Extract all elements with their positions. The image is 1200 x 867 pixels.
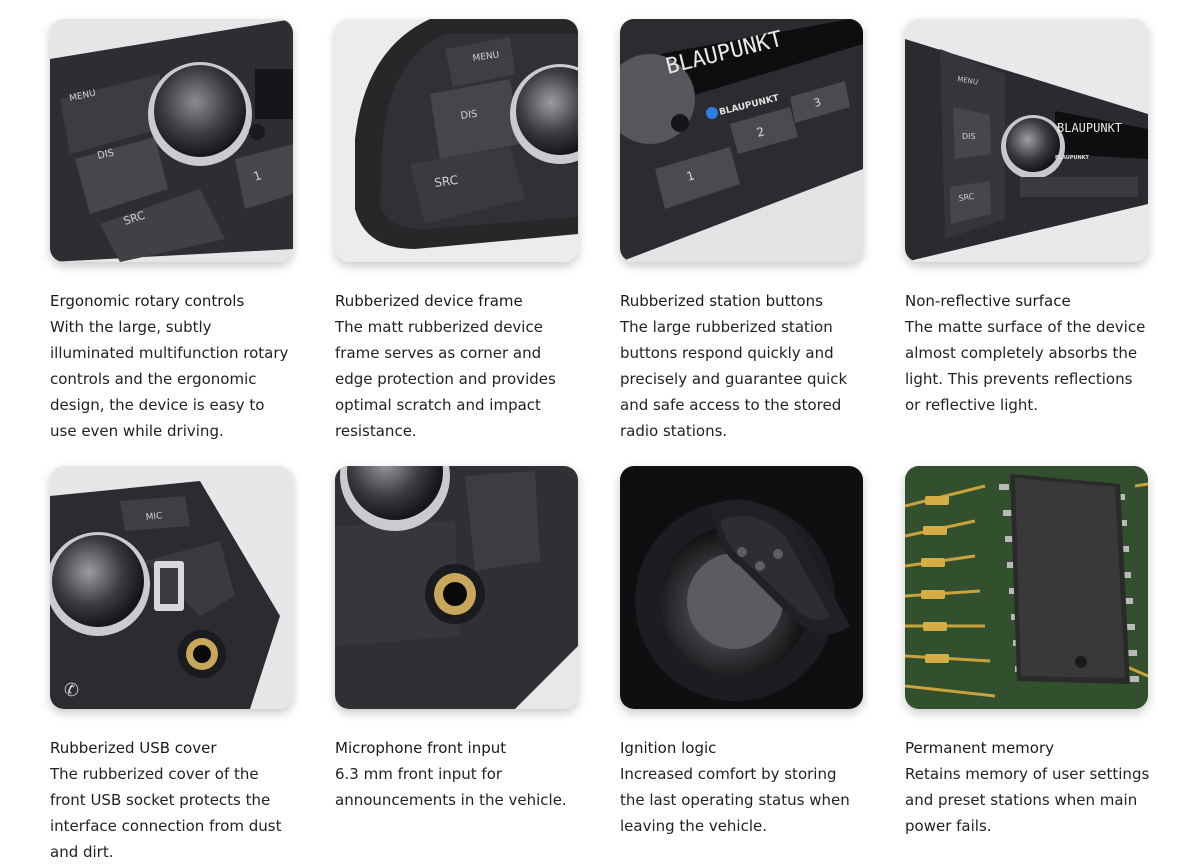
src-label: SRC — [122, 209, 147, 228]
feature-description: The large rubberized station buttons res… — [620, 318, 848, 440]
dis-label: DIS — [460, 109, 478, 122]
radio-usb-image: MIC ✆ — [50, 466, 293, 709]
feature-description: The rubberized cover of the front USB so… — [50, 765, 282, 861]
radio-station-buttons-image: BLAUPUNKT BLAUPUNKT 1 2 3 — [620, 19, 863, 262]
preset-3-label: 3 — [812, 95, 822, 109]
src-label: SRC — [958, 192, 975, 203]
feature-title: Permanent memory — [905, 739, 1055, 757]
feature-title: Non-reflective surface — [905, 292, 1071, 310]
radio-rotary-image: MENU DIS SRC 1 — [50, 19, 293, 262]
feature-title: Ignition logic — [620, 739, 717, 757]
display-text: BLAUPUNKT — [1057, 121, 1122, 135]
memory-chip-photo — [905, 466, 1148, 709]
usb-cover-photo: MIC ✆ — [50, 466, 293, 709]
feature-card: MIC ✆ Rubberized USB cover The rubberize… — [50, 466, 295, 865]
preset-2-label: 2 — [755, 124, 766, 140]
microphone-input-photo — [335, 466, 578, 709]
menu-label: MENU — [472, 50, 500, 64]
feature-card: Microphone front input 6.3 mm front inpu… — [335, 466, 580, 813]
feature-title: Rubberized station buttons — [620, 292, 823, 310]
feature-description: Increased comfort by storing the last op… — [620, 765, 850, 835]
ignition-key-photo — [620, 466, 863, 709]
src-label: SRC — [433, 173, 458, 190]
feature-card: Ignition logic Increased comfort by stor… — [620, 466, 865, 839]
device-frame-photo: MENU DIS SRC — [335, 19, 578, 262]
mic-label: MIC — [145, 511, 163, 523]
radio-frame-image: MENU DIS SRC — [335, 19, 578, 262]
feature-card: MENU DIS SRC BLAUPUNKT BLAUPUNKT Non-ref… — [905, 19, 1150, 418]
dis-label: DIS — [962, 132, 976, 141]
feature-card: MENU DIS SRC 1 Ergonomic rotary controls… — [50, 19, 295, 444]
station-buttons-photo: BLAUPUNKT BLAUPUNKT 1 2 3 — [620, 19, 863, 262]
phone-icon: ✆ — [64, 680, 79, 701]
feature-title: Rubberized device frame — [335, 292, 523, 310]
feature-title: Rubberized USB cover — [50, 739, 217, 757]
feature-card: Permanent memory Retains memory of user … — [905, 466, 1150, 839]
feature-description: The matte surface of the device almost c… — [905, 318, 1146, 414]
feature-description: Retains memory of user settings and pres… — [905, 765, 1150, 835]
rotary-controls-photo: MENU DIS SRC 1 — [50, 19, 293, 262]
matte-surface-photo: MENU DIS SRC BLAUPUNKT BLAUPUNKT — [905, 19, 1148, 262]
brand-logo: BLAUPUNKT — [1055, 155, 1090, 161]
car-key-ignition-image — [620, 466, 863, 709]
preset-1-label: 1 — [685, 168, 696, 184]
feature-card: BLAUPUNKT BLAUPUNKT 1 2 3 Rubberized sta… — [620, 19, 865, 444]
radio-mic-jack-image — [335, 466, 578, 709]
feature-title: Ergonomic rotary controls — [50, 292, 245, 310]
feature-title: Microphone front input — [335, 739, 507, 757]
preset-1-label: 1 — [252, 168, 264, 184]
circuit-board-chip-image — [905, 466, 1148, 709]
feature-card: MENU DIS SRC Rubberized device frame The… — [335, 19, 580, 444]
menu-label: MENU — [957, 75, 979, 86]
dis-label: DIS — [96, 148, 115, 162]
feature-description: With the large, subtly illuminated multi… — [50, 318, 289, 440]
feature-description: 6.3 mm front input for announcements in … — [335, 765, 567, 809]
feature-description: The matt rubberized device frame serves … — [335, 318, 556, 440]
radio-full-front-image: MENU DIS SRC BLAUPUNKT BLAUPUNKT — [905, 19, 1148, 262]
